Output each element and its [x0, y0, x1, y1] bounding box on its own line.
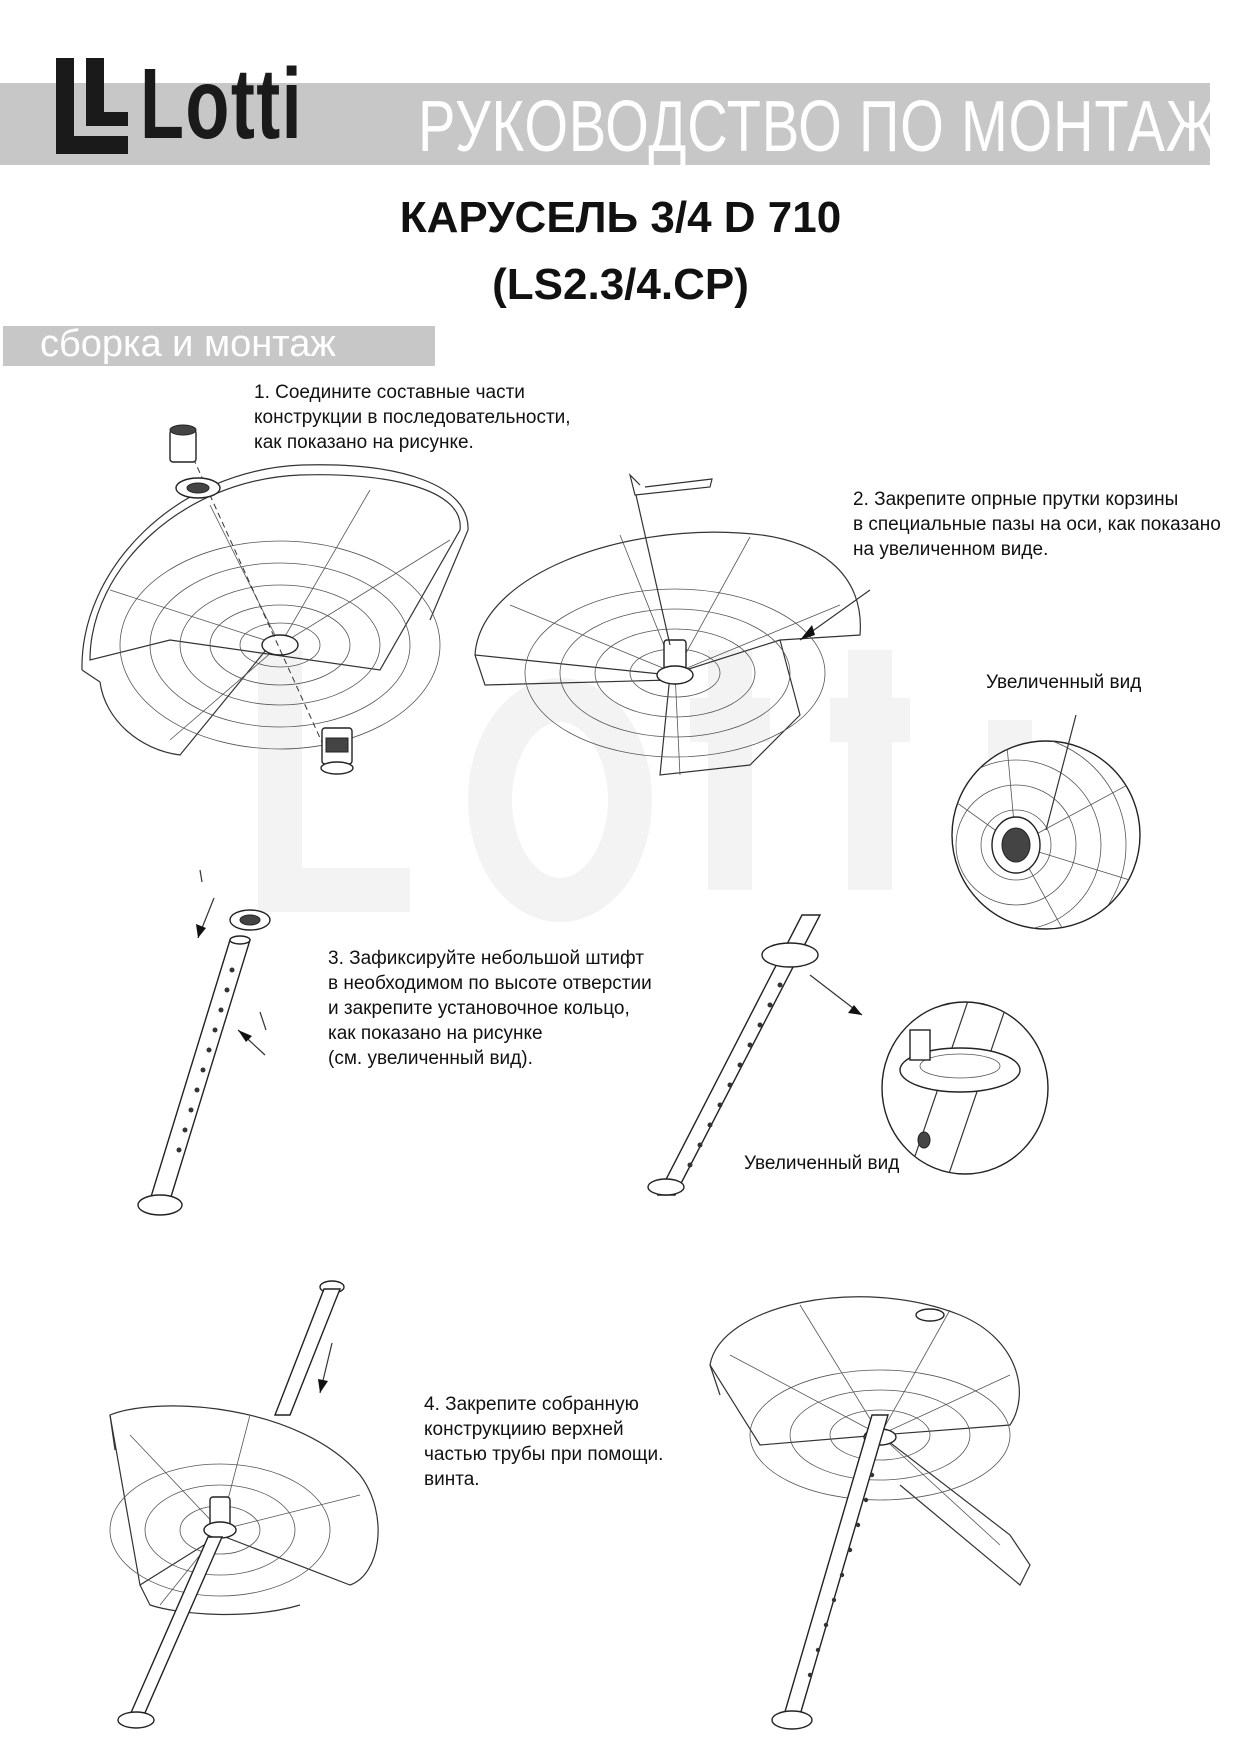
lotti-watermark [258, 650, 1032, 922]
base-flange-icon [137, 1194, 183, 1216]
step-2-line: на увеличенном виде. [853, 539, 1049, 560]
zoom-label-2: Увеличенный вид [744, 1153, 900, 1174]
step-1-line: 1. Соедините составные части [254, 382, 525, 403]
product-code: (LS2.3/4.CP) [492, 260, 749, 309]
step-3-line: как показано на рисунке [328, 1023, 543, 1044]
logo-text: Lotti [140, 48, 304, 160]
figure-2-basket-axis [474, 473, 871, 776]
figure-4b-assembled-carousel [709, 1296, 1031, 1730]
pin-icon [199, 869, 203, 883]
section-band [3, 326, 435, 366]
figure-1-exploded-basket [81, 424, 469, 775]
lotti-logo: Lotti [56, 52, 326, 158]
step-1-line: конструкции в последовательности, [254, 407, 571, 428]
step-2-line: в специальные пазы на оси, как показано [853, 514, 1221, 535]
figure-3b-tube-ring [647, 914, 863, 1196]
step-1-line: как показано на рисунке. [254, 432, 474, 453]
header-band [0, 83, 1210, 165]
step-2-line: 2. Закрепите опрные прутки корзины [853, 489, 1179, 510]
zoom-view-2 [881, 1001, 1049, 1175]
step-3-text: 3. Зафиксируйте небольшой штифт в необхо… [328, 946, 652, 1071]
step-2-text: 2. Закрепите опрные прутки корзины в спе… [853, 487, 1221, 562]
zoom-view-1 [951, 714, 1141, 930]
step-4-line: конструкциию верхней [424, 1419, 624, 1440]
step-4-line: частью трубы при помощи. [424, 1444, 664, 1465]
step-4-line: 4. Закрепите собранную [424, 1394, 639, 1415]
step-1-text: 1. Соедините составные части конструкции… [254, 380, 571, 455]
lotti-logo-mark [56, 58, 128, 154]
zoom-label-1: Увеличенный вид [986, 672, 1142, 693]
step-4-line: винта. [424, 1469, 480, 1490]
top-bushing-icon [169, 424, 197, 463]
manual-title: РУКОВОДСТВО ПО МОНТАЖУ [418, 87, 1241, 167]
product-title: КАРУСЕЛЬ 3/4 D 710 [399, 193, 842, 242]
figure-3-tube-pin [137, 869, 271, 1216]
step-3-line: в необходимом по высоте отверстии [328, 973, 652, 994]
step-3-line: и закрепите установочное кольцо, [328, 998, 630, 1019]
step-4-text: 4. Закрепите собранную конструкциию верх… [424, 1392, 663, 1492]
step-3-line: (см. увеличенный вид). [328, 1048, 533, 1069]
figure-4a-basket-top-tube [109, 1280, 379, 1729]
wrench-icon [628, 473, 713, 496]
top-flange-icon [915, 1308, 945, 1322]
step-3-line: 3. Зафиксируйте небольшой штифт [328, 948, 644, 969]
bottom-bushing-icon [320, 727, 354, 775]
section-title: сборка и монтаж [40, 323, 336, 365]
